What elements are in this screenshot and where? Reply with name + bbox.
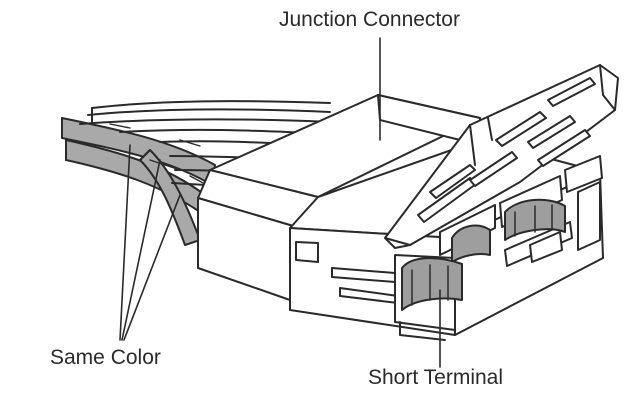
same-color-leader-2 bbox=[121, 159, 161, 341]
wire-1 bbox=[91, 100, 331, 109]
same-color-label: Same Color bbox=[50, 346, 161, 369]
short-terminal-label: Short Terminal bbox=[368, 366, 504, 389]
same-color-leader-3 bbox=[123, 194, 181, 341]
hinged-cover bbox=[384, 64, 619, 249]
short-terminals bbox=[401, 198, 566, 311]
wire-shaded-3 bbox=[139, 149, 201, 246]
same-color-leader-1 bbox=[119, 144, 131, 341]
wire-2 bbox=[87, 108, 331, 116]
leader-lines bbox=[119, 37, 441, 368]
junction-connector-label: Junction Connector bbox=[279, 8, 460, 31]
short-terminal-1 bbox=[451, 224, 491, 263]
wire-3 bbox=[79, 118, 331, 125]
